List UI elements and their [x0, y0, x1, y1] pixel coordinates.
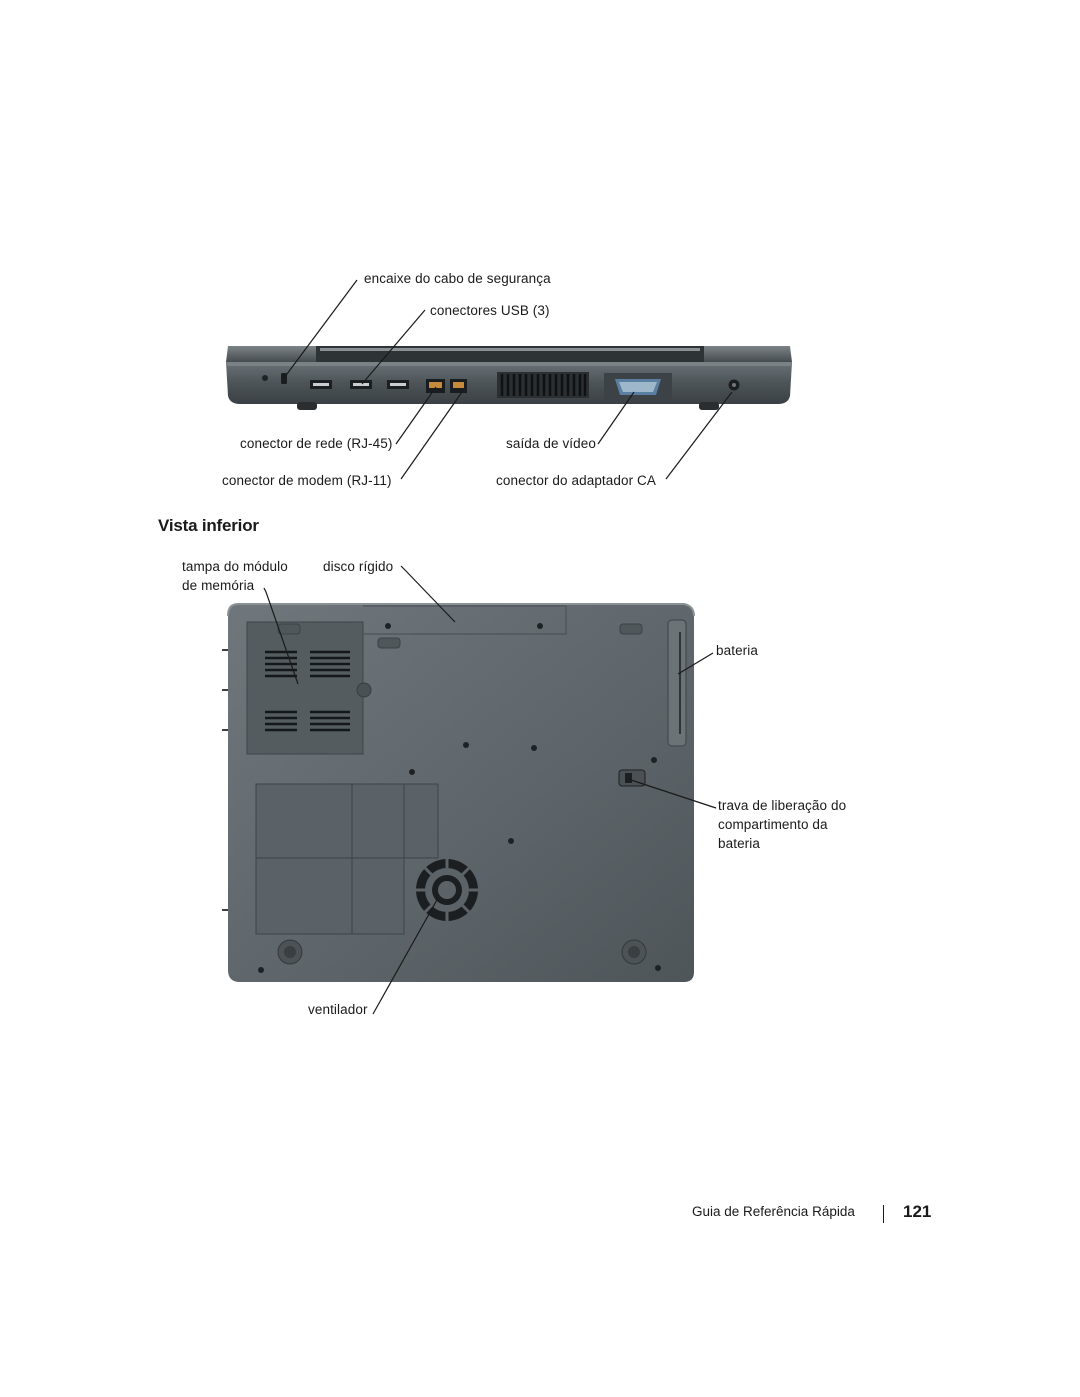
laptop-bottom-view [222, 603, 695, 982]
back-leader-lines [283, 279, 733, 480]
ac-adapter-label: conector do adaptador CA [496, 473, 657, 488]
footer-title: Guia de Referência Rápida [692, 1204, 855, 1219]
memory-cover-label: tampa do módulo de memória [182, 559, 288, 593]
network-connector-label: conector de rede (RJ-45) [240, 436, 393, 451]
bottom-leader-lines [263, 565, 717, 1015]
footer-separator [883, 1205, 884, 1223]
modem-connector-label: conector de modem (RJ-11) [222, 473, 392, 488]
laptop-back-view [226, 346, 792, 410]
page-number: 121 [903, 1202, 932, 1221]
video-output-label: saída de vídeo [506, 436, 596, 451]
section-heading: Vista inferior [158, 516, 259, 535]
hard-drive-label: disco rígido [323, 559, 394, 574]
fan-label: ventilador [308, 1002, 368, 1017]
security-slot-label: encaixe do cabo de segurança [364, 271, 551, 286]
usb-connectors-label: conectores USB (3) [430, 303, 550, 318]
battery-release-latch-label: trava de liberação do compartimento da b… [718, 798, 847, 851]
battery-label: bateria [716, 643, 758, 658]
